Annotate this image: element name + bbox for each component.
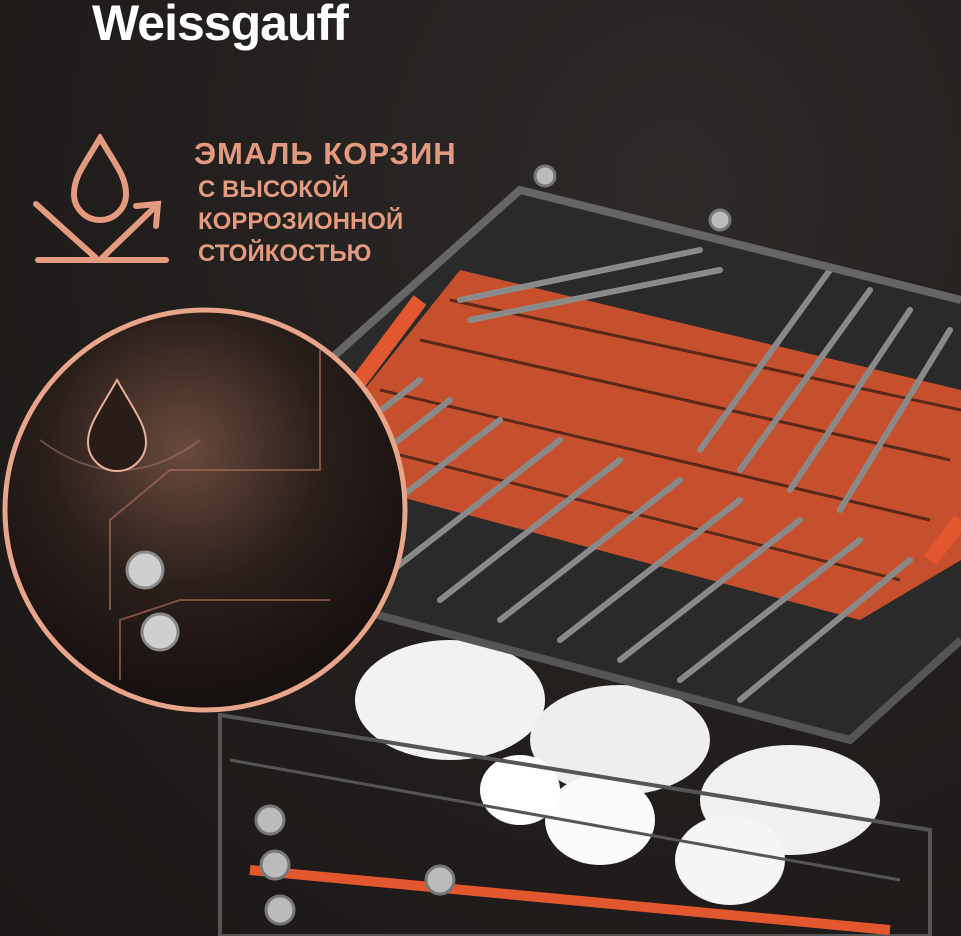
feature-line-2: КОРРОЗИОННОЙ bbox=[198, 208, 404, 235]
magnified-detail-lens bbox=[2, 307, 408, 713]
lower-basket bbox=[218, 640, 932, 936]
feature-line-3: СТОЙКОСТЬЮ bbox=[198, 240, 372, 267]
feature-line-1: С ВЫСОКОЙ bbox=[198, 176, 349, 203]
feature-title: ЭМАЛЬ КОРЗИН bbox=[194, 136, 457, 171]
water-drop-repel-icon bbox=[33, 134, 169, 263]
brand-logo: Weissgauff bbox=[92, 0, 349, 51]
